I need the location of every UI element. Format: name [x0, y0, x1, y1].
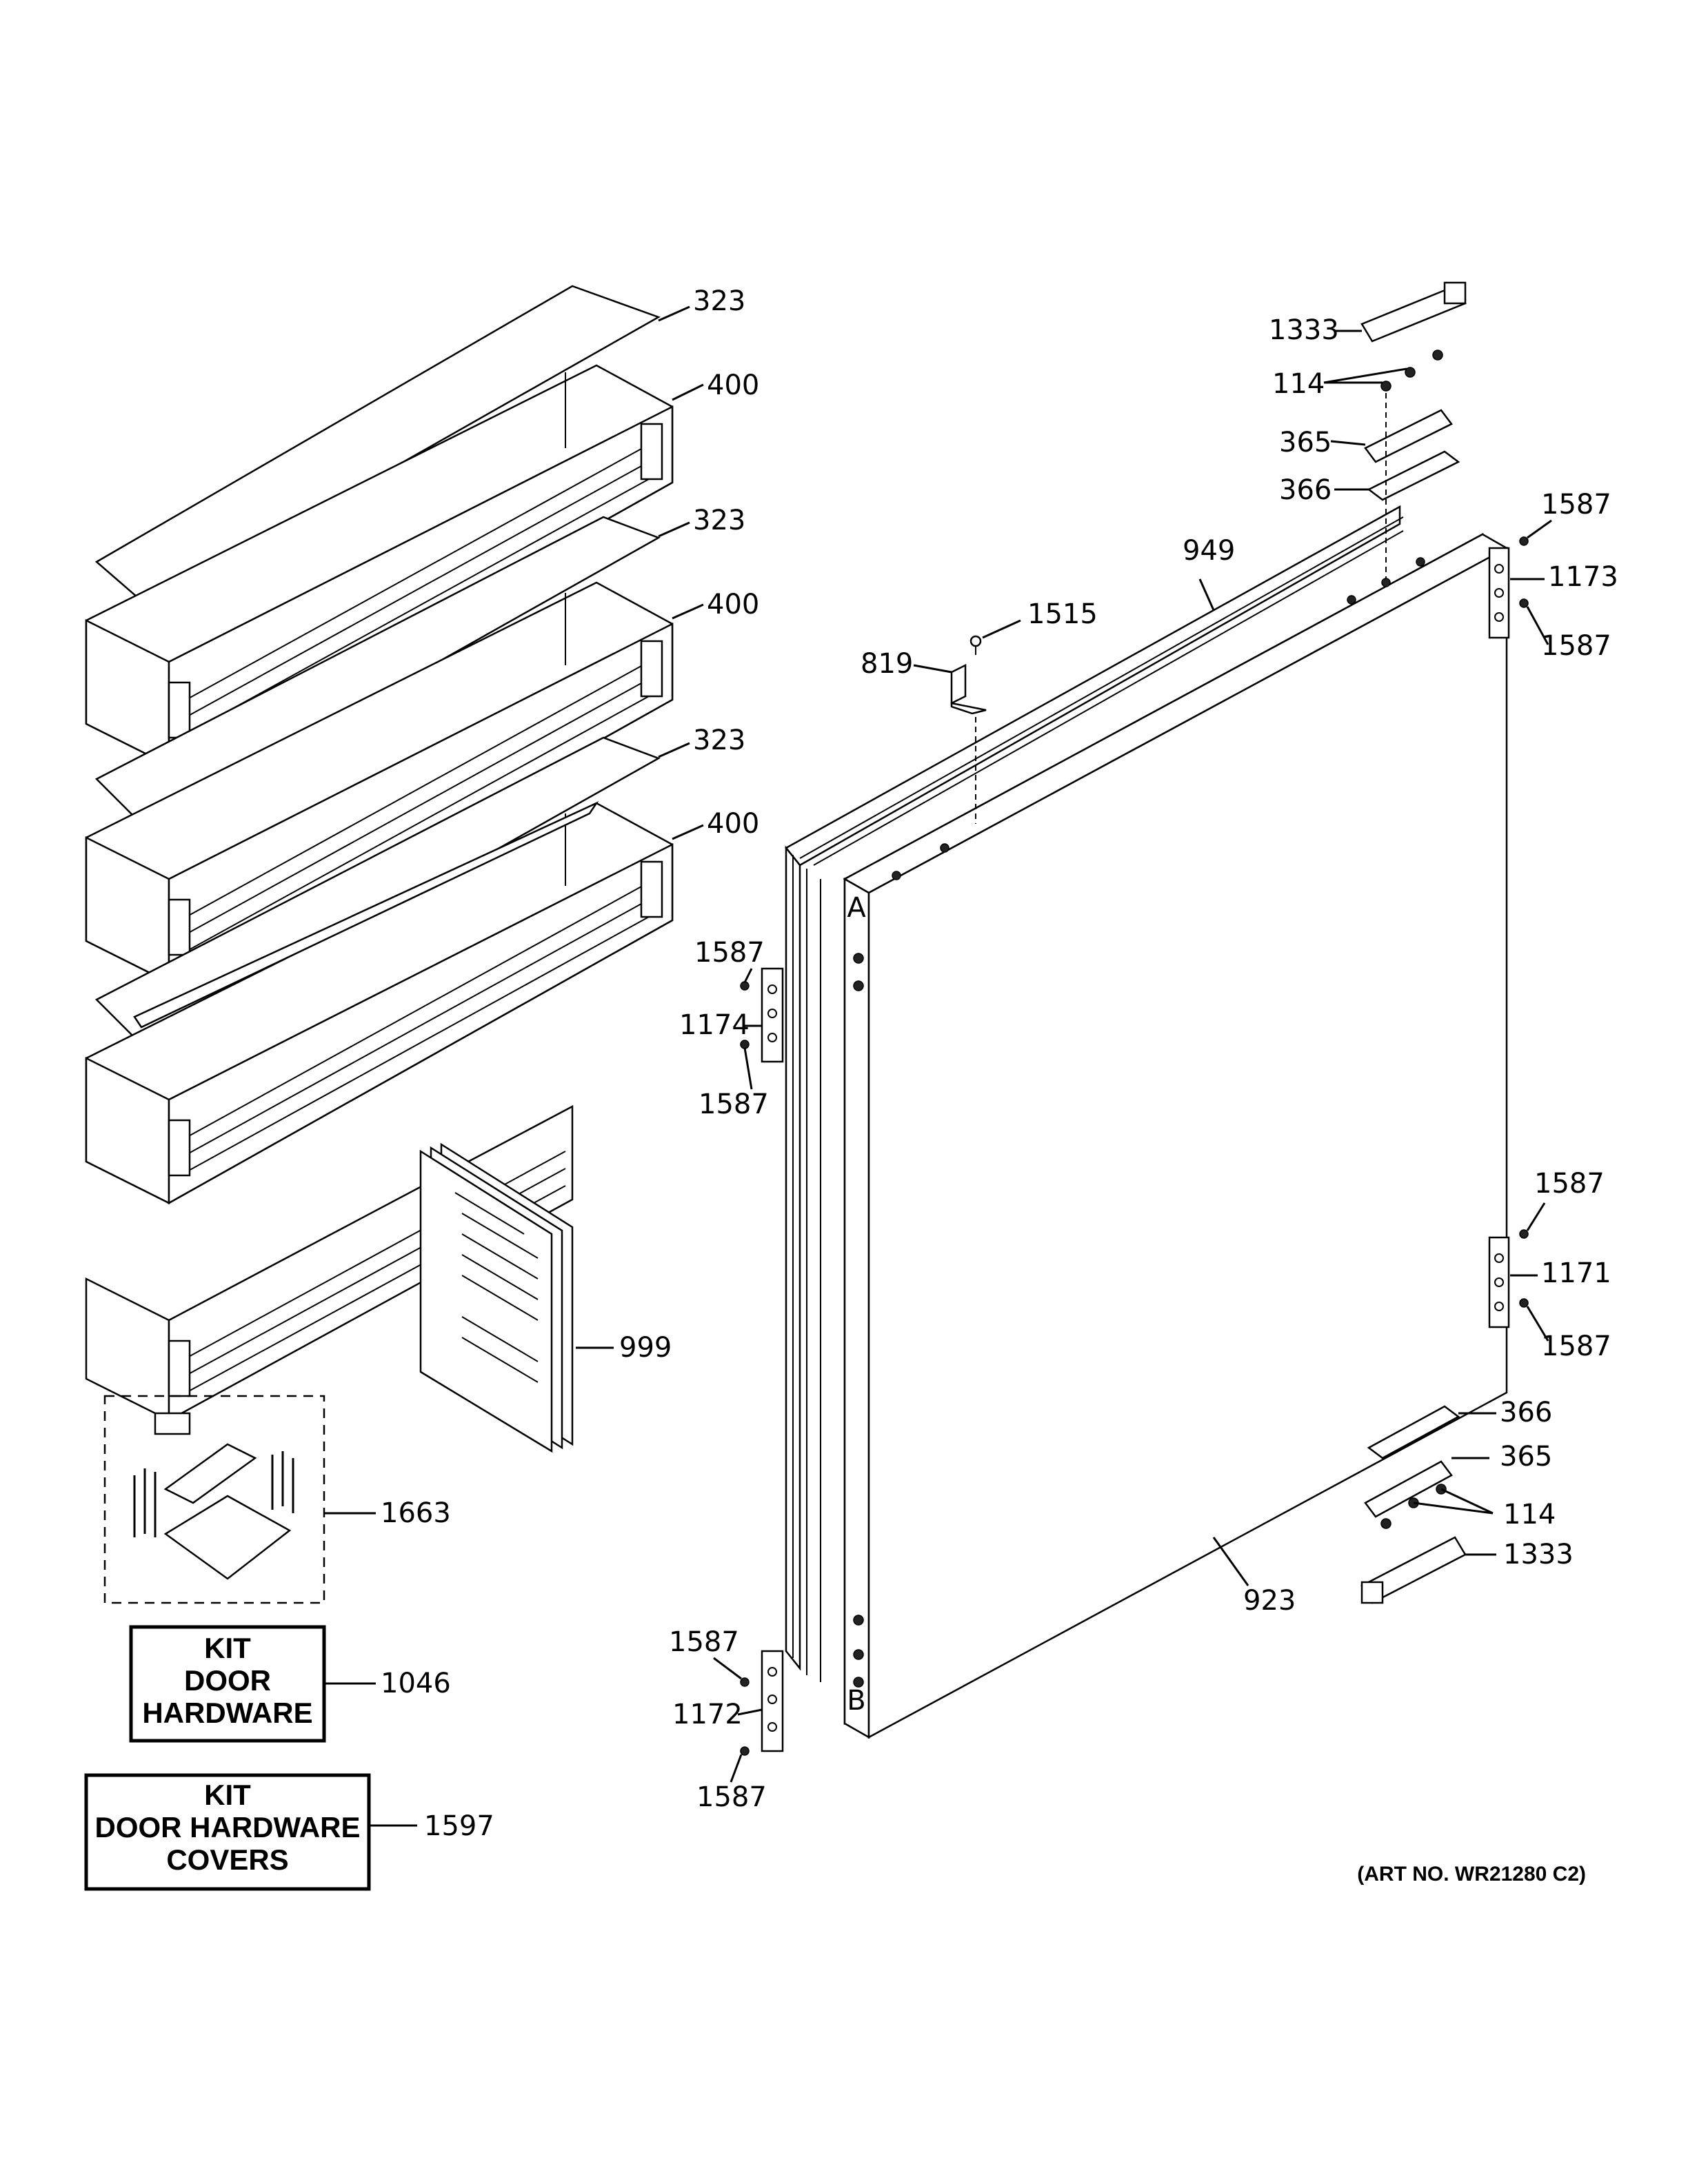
top-hinge-stack — [1360, 281, 1467, 579]
callout-1587-c: 1587 — [694, 937, 765, 969]
callout-819: 819 — [861, 648, 913, 680]
callout-1515: 1515 — [1027, 598, 1098, 630]
callout-1174: 1174 — [679, 1009, 750, 1041]
callout-1333-bottom: 1333 — [1503, 1539, 1574, 1570]
callout-1587-g: 1587 — [669, 1626, 739, 1658]
hinge-shim-top-366 — [1367, 450, 1460, 501]
callout-949: 949 — [1183, 535, 1235, 567]
callout-1171: 1171 — [1541, 1257, 1611, 1289]
callout-400-top: 400 — [707, 370, 759, 401]
callout-365-bottom: 365 — [1500, 1441, 1552, 1473]
callout-1663: 1663 — [381, 1497, 451, 1529]
hinge-top-365 — [1364, 409, 1453, 463]
callout-323-middle: 323 — [693, 505, 745, 536]
side-bracket-1173 — [1488, 536, 1529, 639]
callout-1046: 1046 — [381, 1668, 451, 1699]
callout-366-top: 366 — [1279, 474, 1332, 506]
kit-title-3: HARDWARE — [142, 1697, 312, 1729]
kit-title-2: DOOR — [184, 1664, 271, 1697]
callout-999: 999 — [619, 1332, 672, 1364]
kit-title-1: KIT — [204, 1632, 251, 1664]
door-bins-assembly — [85, 285, 674, 1422]
callout-114-bottom: 114 — [1503, 1499, 1556, 1530]
hinge-bottom-365 — [1364, 1460, 1453, 1518]
callout-323-top: 323 — [693, 285, 745, 317]
kit-door-hardware-covers-box: KIT DOOR HARDWARE COVERS — [84, 1773, 371, 1891]
side-bracket-1172 — [740, 1650, 784, 1756]
callout-400-lower: 400 — [707, 808, 759, 840]
callout-1587-d: 1587 — [699, 1089, 769, 1120]
callout-labels: 323 400 323 400 323 400 1333 114 365 366… — [381, 285, 1618, 1842]
callout-1172: 1172 — [672, 1699, 743, 1730]
hinge-mark-b: B — [847, 1685, 865, 1717]
callout-400-middle: 400 — [707, 589, 759, 620]
callout-1597: 1597 — [424, 1810, 494, 1842]
hinge-mark-a: A — [847, 892, 866, 924]
owner-manual-999 — [419, 1142, 574, 1453]
callout-1173: 1173 — [1548, 561, 1618, 593]
leader-lines — [324, 305, 1552, 1827]
callout-1587-h: 1587 — [696, 1781, 767, 1813]
side-bracket-1174 — [740, 967, 784, 1063]
callout-365-top: 365 — [1279, 427, 1332, 458]
callout-1587-a: 1587 — [1541, 489, 1611, 520]
kit-door-hardware-box: KIT DOOR HARDWARE — [129, 1625, 326, 1743]
door-stop-819 — [950, 635, 987, 824]
bottom-hinge-stack — [1360, 1405, 1467, 1604]
art-number: (ART NO. WR21280 C2) — [1357, 1863, 1586, 1885]
callout-366-bottom: 366 — [1500, 1397, 1552, 1428]
hardware-kit-1663 — [103, 1395, 325, 1604]
callout-923: 923 — [1243, 1585, 1296, 1617]
bin-shelf-top — [94, 285, 661, 608]
callout-323-lower: 323 — [693, 725, 745, 756]
bin-shelf-middle — [94, 516, 661, 829]
callout-1587-e: 1587 — [1534, 1168, 1605, 1200]
door-gasket-949 — [785, 505, 1404, 1682]
kit-covers-title-2: DOOR HARDWARE — [95, 1811, 361, 1843]
door-bin-lower — [85, 802, 674, 1205]
door-bin-middle — [85, 581, 674, 984]
callout-114-top: 114 — [1272, 368, 1325, 400]
kit-covers-title-3: COVERS — [166, 1843, 288, 1876]
door-panel-923: A B — [843, 532, 1509, 1739]
kit-covers-title-1: KIT — [204, 1779, 251, 1811]
callout-1333-top: 1333 — [1269, 314, 1339, 346]
callout-1587-f: 1587 — [1541, 1331, 1611, 1362]
hinge-shim-bottom-366 — [1367, 1405, 1460, 1459]
callout-1587-b: 1587 — [1541, 630, 1611, 662]
side-bracket-1171 — [1488, 1229, 1529, 1328]
